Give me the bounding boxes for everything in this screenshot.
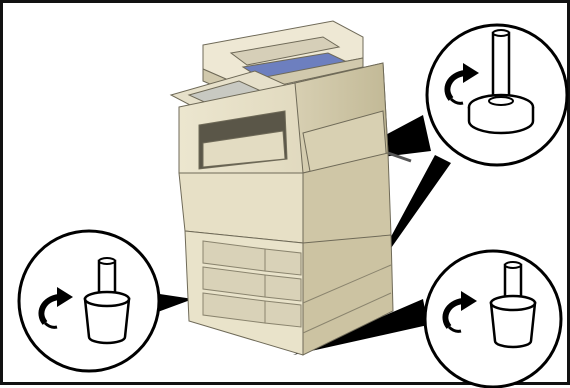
- paper-cassettes: [203, 241, 301, 327]
- copier-leveling-feet-illustration: [3, 3, 570, 388]
- leveling-foot-front-left-callout: [19, 231, 159, 371]
- copier: [171, 21, 411, 355]
- leveling-foot-front-right-callout: [425, 251, 561, 387]
- leveling-foot-rear-right-callout: [427, 25, 567, 165]
